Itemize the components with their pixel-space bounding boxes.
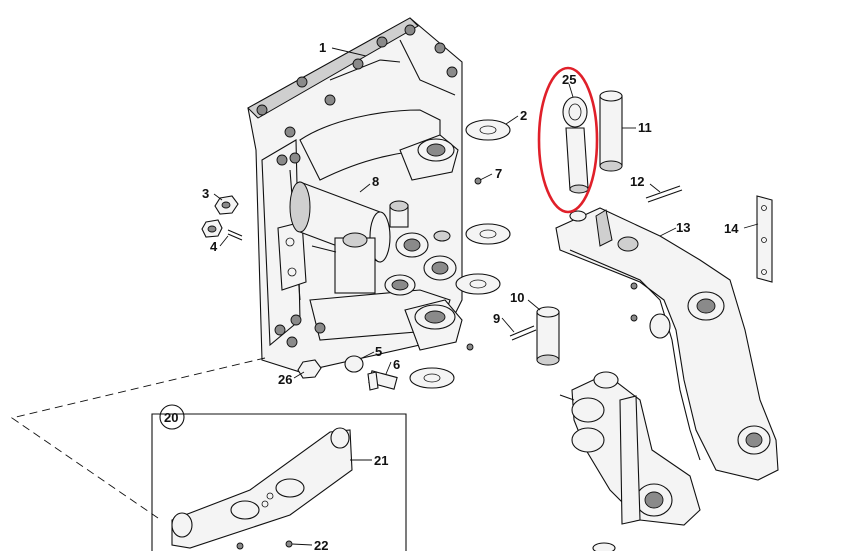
pin-part-12 — [645, 185, 683, 203]
frame-bolts — [256, 24, 458, 348]
callout-9: 9 — [493, 311, 500, 326]
callout-8: 8 — [372, 174, 379, 189]
callout-21: 21 — [374, 453, 388, 468]
callout-labels: 1 2 3 4 5 6 7 8 9 10 11 12 13 14 20 21 2… — [164, 40, 739, 551]
nut-part-26 — [297, 359, 322, 379]
detail-box-part-20 — [151, 413, 407, 551]
callout-26: 26 — [278, 372, 292, 387]
washers — [409, 119, 511, 389]
callout-3: 3 — [202, 186, 209, 201]
upper-pivot-housing — [399, 134, 459, 181]
callout-5: 5 — [375, 344, 382, 359]
lower-pivot-housing — [404, 299, 463, 351]
grease-nipple-lower — [466, 343, 474, 351]
callout-13: 13 — [676, 220, 690, 235]
callout-1: 1 — [319, 40, 326, 55]
callout-7: 7 — [495, 166, 502, 181]
bushing-part-5 — [344, 355, 364, 373]
callout-25: 25 — [562, 72, 576, 87]
plate-part-14 — [756, 195, 773, 283]
pin-part-10 — [536, 306, 560, 366]
eye-pin-part-25 — [562, 96, 589, 194]
pin-part-11 — [599, 90, 623, 172]
leader-lines — [213, 47, 759, 546]
callout-12: 12 — [630, 174, 644, 189]
callout-6: 6 — [393, 357, 400, 372]
grease-nipple-part-7 — [474, 177, 482, 185]
swing-arm-part-13 — [555, 207, 779, 481]
nut-part-3 — [214, 195, 239, 215]
center-valve-blocks — [311, 230, 457, 296]
bolt-part-6 — [367, 370, 398, 391]
detail-leader-dashed — [10, 357, 266, 519]
callout-10: 10 — [510, 290, 524, 305]
lower-arm-assembly — [559, 371, 701, 551]
callout-20-circle — [159, 404, 185, 430]
bolt-and-nut-part-4 — [201, 219, 243, 241]
callout-11: 11 — [638, 120, 652, 135]
callout-20: 20 — [164, 410, 178, 425]
callout-14: 14 — [724, 221, 739, 236]
red-highlight-ellipse — [537, 66, 599, 214]
callout-4: 4 — [210, 239, 218, 254]
pin-part-9 — [509, 325, 537, 341]
callout-22: 22 — [314, 538, 328, 551]
callout-2: 2 — [520, 108, 527, 123]
